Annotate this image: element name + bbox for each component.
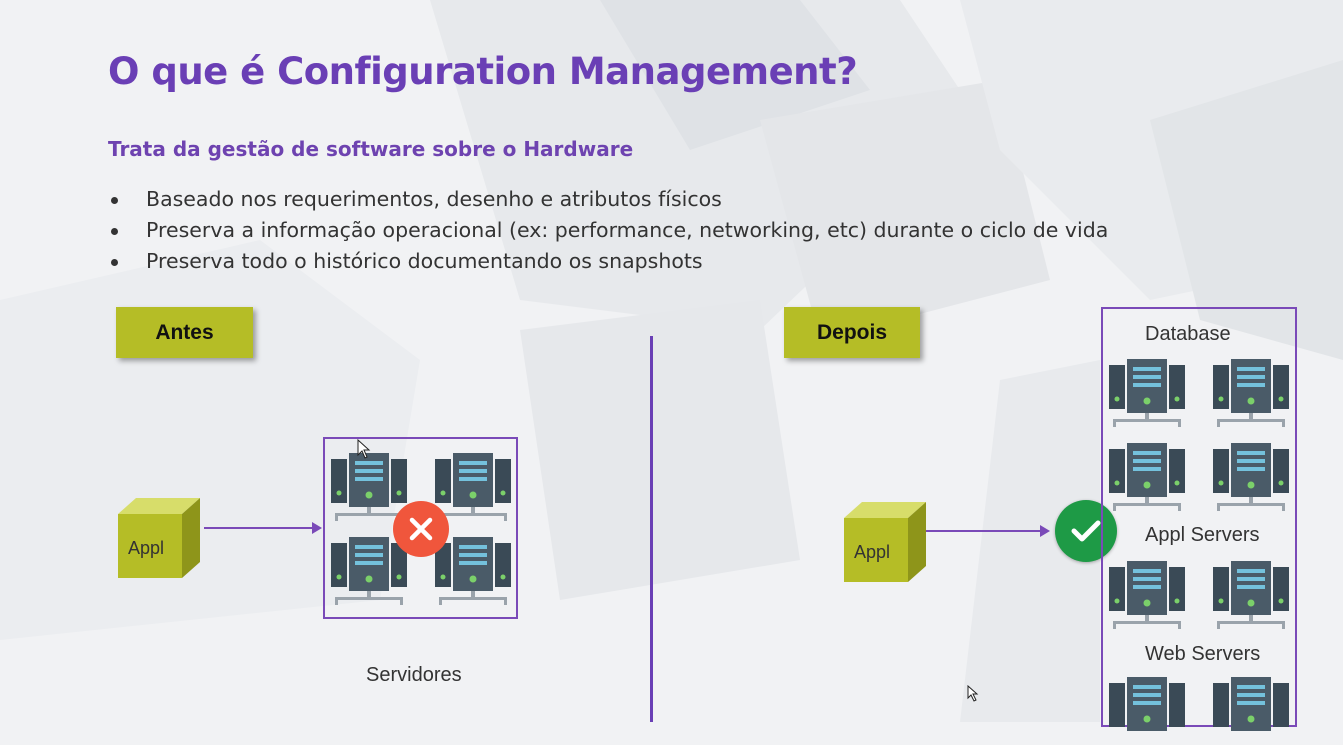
- server-icon: [435, 537, 511, 605]
- tier-label-appl-servers: Appl Servers: [1145, 524, 1260, 546]
- mouse-cursor-icon: [357, 439, 371, 459]
- server-icon: [331, 453, 407, 521]
- bullet-item: Preserva a informação operacional (ex: p…: [108, 215, 1108, 246]
- error-x-icon: [393, 501, 449, 557]
- app-cube-icon: [118, 498, 200, 578]
- server-icon: [331, 537, 407, 605]
- arrow-before: [204, 522, 322, 534]
- mouse-cursor-icon: [967, 685, 979, 702]
- check-icon: [1055, 500, 1117, 562]
- bullet-item: Baseado nos requerimentos, desenho e atr…: [108, 184, 1108, 215]
- server-icon: [1109, 677, 1185, 731]
- server-icon: [435, 453, 511, 521]
- slide-subtitle: Trata da gestão de software sobre o Hard…: [108, 137, 634, 161]
- app-label: Appl: [128, 538, 165, 558]
- slide: O que é Configuration Management? Trata …: [108, 50, 1297, 731]
- server-icon: [1213, 443, 1289, 511]
- slide-title: O que é Configuration Management?: [108, 50, 858, 93]
- server-tiers-box: Database: [1101, 307, 1297, 731]
- app-label: Appl: [854, 542, 891, 562]
- server-icon: [1213, 561, 1289, 629]
- before-tag: Antes: [116, 307, 253, 358]
- bullet-item: Preserva todo o histórico documentando o…: [108, 246, 1108, 277]
- server-icon: [1109, 359, 1185, 427]
- server-icon: [1109, 561, 1185, 629]
- server-icon: [1213, 359, 1289, 427]
- servers-box: [323, 437, 518, 619]
- section-divider: [650, 336, 653, 722]
- tier-label-web-servers: Web Servers: [1145, 643, 1261, 665]
- arrow-after: [926, 525, 1050, 537]
- server-icon: [1109, 443, 1185, 511]
- tier-label-database: Database: [1145, 323, 1231, 345]
- app-cube-icon: [844, 502, 926, 582]
- background-shapes: [520, 0, 1343, 600]
- servers-label: Servidores: [366, 664, 462, 686]
- server-icon: [1213, 677, 1289, 731]
- after-tag: Depois: [784, 307, 920, 358]
- bullet-list: Baseado nos requerimentos, desenho e atr…: [108, 184, 1108, 277]
